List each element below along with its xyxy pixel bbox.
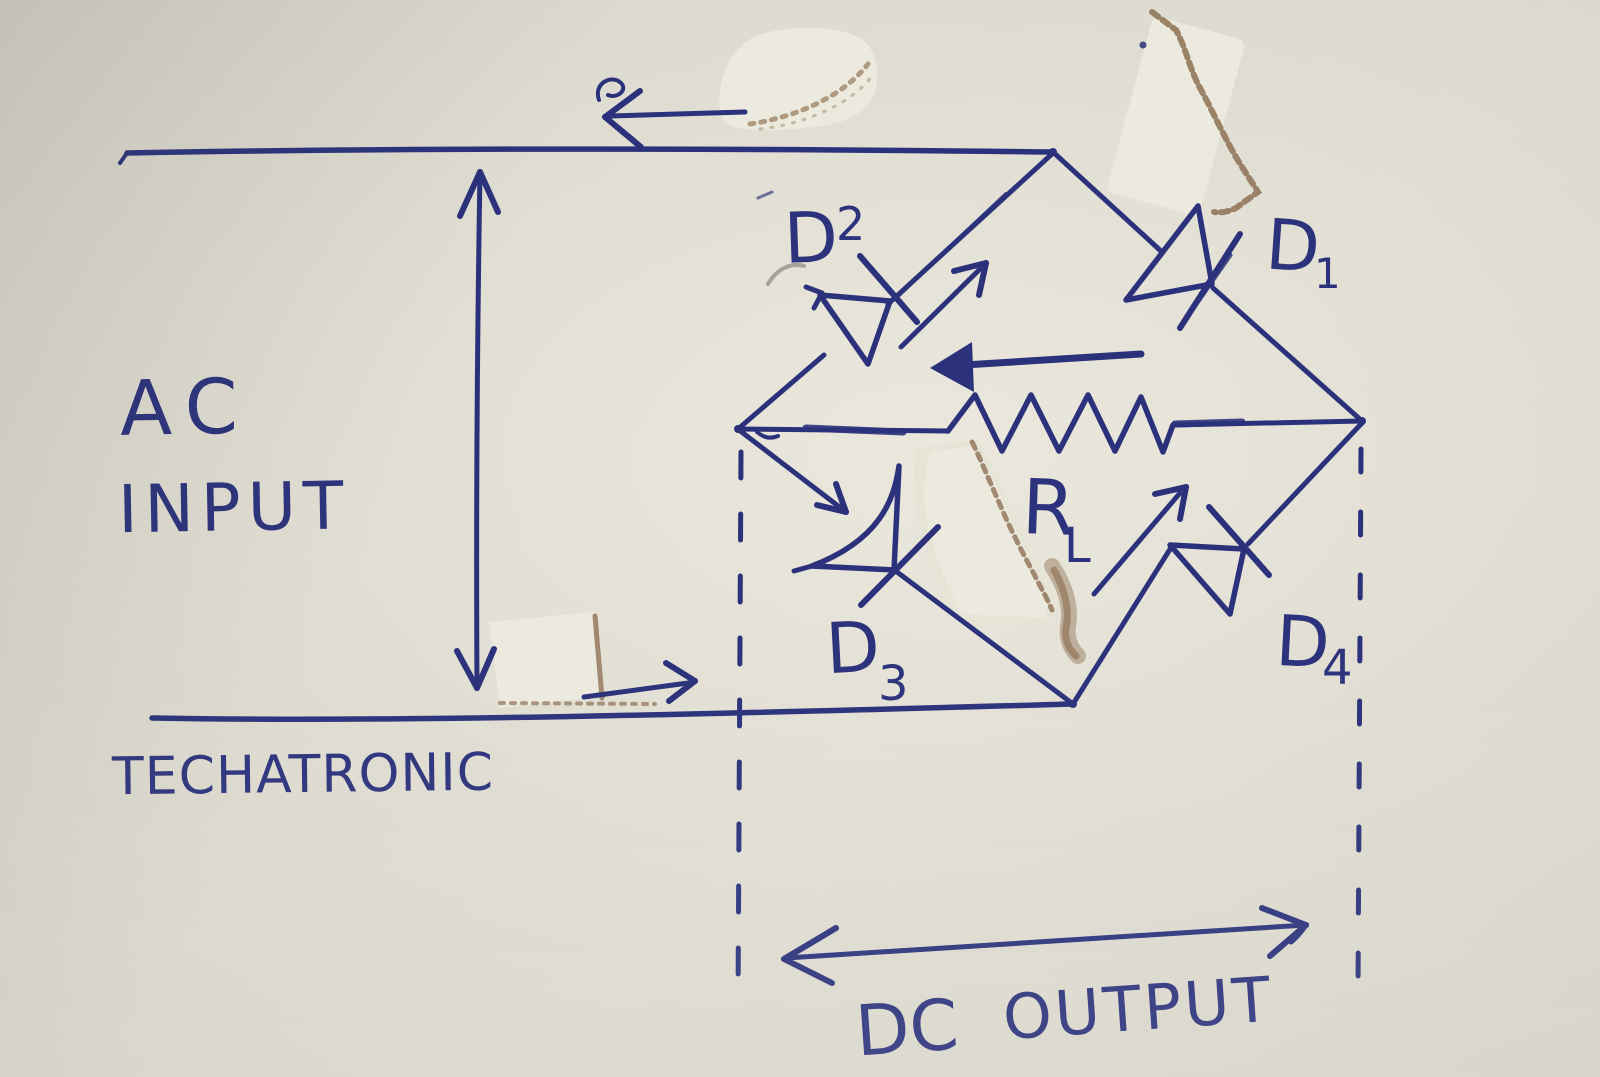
label-d3-digit: 3: [878, 656, 909, 712]
torn-patches: [489, 9, 1262, 708]
arrow-squiggle: [595, 77, 626, 102]
bottom-ac-wire: [149, 701, 1076, 723]
load-resistor-branch: [736, 392, 1365, 455]
label-d2-digit: 2: [836, 197, 865, 251]
label-d2-letter: D: [783, 196, 840, 280]
label-ac: AC: [119, 362, 252, 453]
node-right: [1358, 417, 1366, 425]
torn-edge-speckles: [747, 61, 871, 127]
ac-input-double-arrow: [454, 169, 501, 691]
label-rl-letter: R: [1021, 462, 1077, 553]
node-left-hook: [755, 430, 780, 440]
label-d4-digit: 4: [1322, 640, 1353, 696]
ink-dot: [1139, 41, 1147, 49]
top-wire-end-hook: [118, 151, 129, 165]
label-dc: DC: [853, 984, 961, 1073]
label-d1-digit: 1: [1314, 249, 1341, 298]
d4-current-arrow: [1091, 484, 1189, 597]
torn-edge-brown: [969, 439, 1055, 613]
label-techatronic: TECHATRONIC: [111, 743, 495, 808]
dc-rail-left-dashed: [735, 449, 744, 1007]
diode-d2-arm: [735, 150, 1056, 432]
bottom-line-arrow: [581, 660, 698, 704]
torn-patch-top-middle: [719, 27, 878, 200]
torn-speckles: [498, 701, 657, 706]
diode-d4-arm: [1070, 420, 1365, 707]
resistor-zigzag: [945, 392, 1176, 455]
label-input: INPUT: [117, 467, 351, 548]
label-output: OUTPUT: [1001, 963, 1276, 1055]
top-ac-wire: [124, 146, 1056, 156]
diode-d4-triangle: [1167, 542, 1247, 617]
diode-d3-cathode-bar: [858, 524, 941, 608]
diode-d3-arm: [736, 427, 1076, 707]
label-rl-subscript: L: [1064, 518, 1091, 574]
label-d3-letter: D: [824, 605, 882, 690]
top-line-arrow: [595, 77, 748, 150]
torn-edge-brown: [592, 613, 605, 701]
torn-edge-brown: [1149, 9, 1262, 216]
node-bottom: [1069, 700, 1077, 708]
diode-d2-triangle: [817, 292, 893, 367]
node-top: [1049, 148, 1057, 156]
circuit-ink: [118, 77, 1366, 1007]
d2-current-arrow: [898, 260, 989, 350]
node-left: [734, 425, 742, 433]
label-d4-letter: D: [1274, 600, 1332, 685]
diode-d2-corner-hook: [803, 284, 825, 311]
torn-patch-bottom: [489, 612, 657, 708]
dc-output-double-arrow: [781, 905, 1309, 986]
load-current-arrow: [930, 342, 1145, 392]
label-d1-letter: D: [1263, 203, 1322, 289]
dc-rail-right-dashed: [1355, 446, 1364, 993]
torn-patch-top-right: [1107, 9, 1262, 216]
diode-d1-arm: [1050, 149, 1365, 424]
pencil-smudge: [766, 263, 806, 286]
torn-patch-middle: [913, 439, 1086, 664]
diode-d3-triangle: [809, 463, 902, 573]
diode-d1-triangle: [1123, 203, 1215, 303]
diode-d3-tick: [791, 563, 815, 574]
labels: AC INPUT D 2 D 1 D 3 D 4 R L TECHATRONIC…: [111, 196, 1353, 1072]
